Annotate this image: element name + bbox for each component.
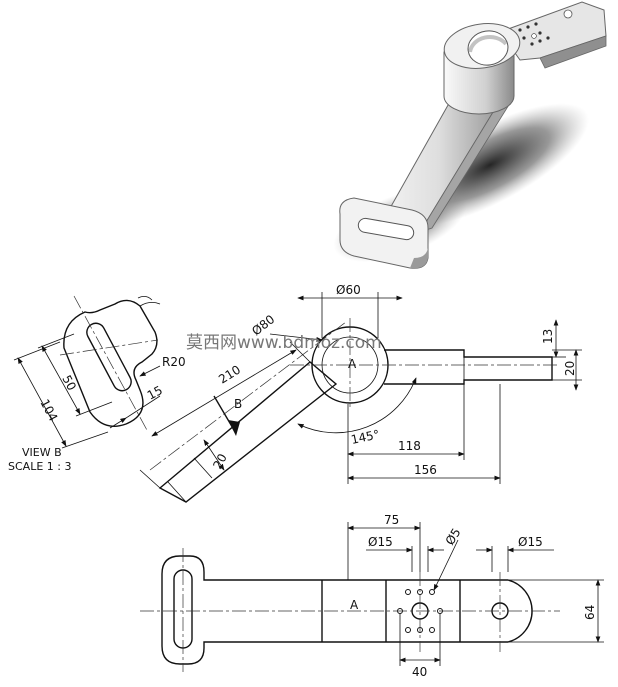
- view-arrow-label: B: [234, 397, 242, 411]
- dim-40: 40: [412, 665, 427, 679]
- top-flange-side: [539, 35, 607, 69]
- dim-r20: R20: [162, 355, 186, 369]
- dim-50: 50: [59, 373, 79, 393]
- view-b-slot: [86, 322, 132, 392]
- dimension-labels: R20 104 50 15 210 Ø80 Ø60 20 13 20 145° …: [8, 283, 597, 679]
- dim-104: 104: [37, 397, 60, 424]
- scale-label: SCALE 1 : 3: [8, 460, 71, 473]
- view-label: VIEW B: [22, 446, 62, 459]
- dim-75: 75: [384, 513, 399, 527]
- dim-dia-60: Ø60: [336, 283, 361, 297]
- dim-dia-5: Ø5: [443, 526, 464, 548]
- section-marker-bottom: A: [350, 598, 359, 612]
- section-marker-top: A: [348, 357, 357, 371]
- arm-outline: [158, 361, 338, 503]
- view-b-detail: [13, 295, 161, 449]
- dim-118: 118: [398, 439, 421, 453]
- dim-210: 210: [216, 363, 243, 387]
- view-b-outline: [63, 299, 158, 427]
- dim-20-left: 20: [210, 451, 230, 471]
- dim-dia-15-right: Ø15: [518, 535, 543, 549]
- watermark: 莫西网www.bdmoz.com: [186, 333, 382, 353]
- dim-64: 64: [583, 605, 597, 620]
- dim-15: 15: [145, 383, 165, 403]
- foot-side: [410, 248, 428, 269]
- bolt-hole-pattern-3d: [518, 22, 550, 46]
- dim-156: 156: [414, 463, 437, 477]
- isometric-3d-view: [333, 1, 607, 269]
- side-view: [140, 522, 604, 672]
- foot-slot: [357, 217, 415, 241]
- top-view: [139, 292, 582, 503]
- dim-20-right: 20: [563, 361, 577, 376]
- side-view-outline: [161, 555, 533, 665]
- dim-145-deg: 145°: [350, 427, 381, 447]
- dim-13: 13: [541, 329, 555, 344]
- dim-dia-15-left: Ø15: [368, 535, 393, 549]
- flange-outline: [384, 349, 553, 385]
